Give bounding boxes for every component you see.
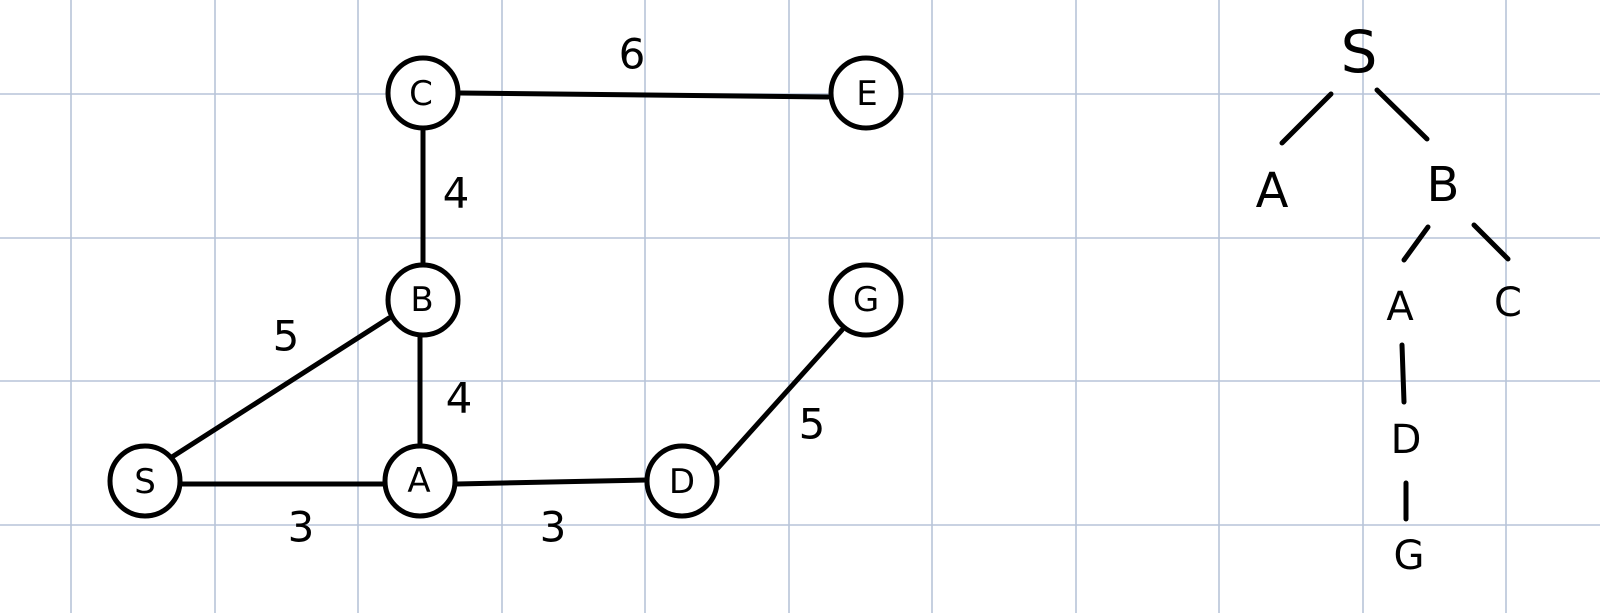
tree-node-a-child: A: [1386, 284, 1414, 330]
weight-c-e: 6: [619, 30, 646, 79]
search-tree: S A B A C D G: [1256, 18, 1522, 579]
tree-edge-a-d: [1399, 342, 1407, 405]
tree-node-b: B: [1427, 157, 1460, 213]
tree-node-g: G: [1394, 533, 1425, 579]
tree-node-a: A: [1256, 163, 1289, 219]
node-label: E: [856, 74, 877, 114]
tree-node-d: D: [1391, 417, 1422, 463]
weight-s-b: 5: [273, 312, 300, 361]
edge-c-e: [457, 90, 831, 100]
edge-weights: 6 4 4 5 3 3 5: [273, 30, 826, 552]
edge-d-g: [715, 327, 845, 471]
tree-edge-s-b: [1374, 87, 1430, 142]
tree-edge-b-a: [1401, 224, 1431, 263]
node-s: S: [107, 443, 183, 519]
node-a: A: [382, 443, 458, 519]
tree-node-s: S: [1341, 18, 1378, 86]
node-label: G: [853, 280, 879, 320]
node-c: C: [385, 55, 461, 131]
graph-edges: [169, 90, 845, 487]
node-d: D: [644, 443, 720, 519]
tree-edge-b-c: [1471, 222, 1511, 262]
node-label: B: [410, 280, 433, 320]
node-label: C: [409, 74, 433, 114]
edge-a-d: [454, 477, 649, 487]
weight-d-g: 5: [799, 400, 826, 449]
node-e: E: [828, 55, 904, 131]
tree-edge-s-a: [1279, 91, 1334, 146]
edge-s-b: [169, 315, 392, 460]
node-label: A: [407, 461, 430, 501]
weight-s-a: 3: [288, 503, 315, 552]
weight-a-d: 3: [540, 503, 567, 552]
node-b: B: [385, 262, 461, 338]
tree-node-c: C: [1494, 280, 1522, 326]
node-label: S: [134, 462, 156, 502]
weight-c-b: 4: [443, 169, 470, 218]
graph-nodes: C E B G S A D: [107, 55, 904, 519]
node-label: D: [669, 462, 695, 502]
node-g: G: [828, 262, 904, 338]
weight-b-a: 4: [446, 374, 473, 423]
